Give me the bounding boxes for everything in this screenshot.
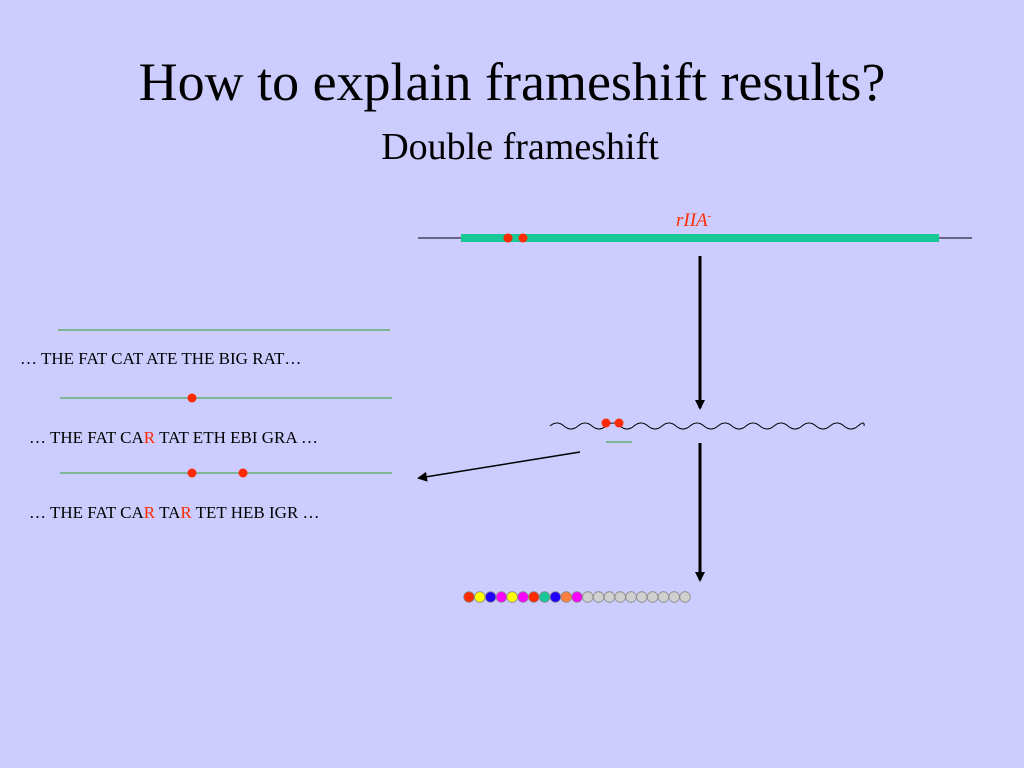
amino-acid-bead (506, 591, 518, 603)
sequence-text: THE FAT CA (49, 428, 144, 447)
amino-acid-bead (528, 591, 540, 603)
amino-acid-bead (625, 591, 637, 603)
sequence-text: TAT ETH EBI GRA … (155, 428, 318, 447)
amino-acid-bead (463, 591, 475, 603)
amino-acid-bead (668, 591, 680, 603)
amino-acid-bead (646, 591, 659, 603)
amino-acid-bead (517, 591, 529, 603)
reading-arrow (417, 451, 581, 482)
sequence-prefix: … (29, 503, 50, 522)
mutant-base: R (143, 503, 156, 522)
amino-acid-bead (592, 591, 605, 603)
slide-title: How to explain frameshift results? (138, 52, 886, 112)
mrna-strand (549, 422, 865, 430)
sequence-text: TET HEB IGR … (191, 503, 320, 522)
mutation-dot (518, 233, 528, 243)
mutation-dot (187, 393, 197, 403)
sequence-single-frameshift: … THE FAT CAR TAT ETH EBI GRA … (29, 428, 318, 448)
gene-label-superscript: - (707, 210, 712, 222)
sequence-text: THE FAT CAT ATE THE BIG RAT… (40, 349, 302, 368)
amino-acid-bead (538, 591, 551, 603)
amino-acid-bead (495, 591, 508, 603)
sequence-double-frameshift: … THE FAT CAR TAR TET HEB IGR … (29, 503, 320, 523)
sequence-prefix: … (20, 349, 41, 368)
amino-acid-bead (560, 591, 572, 603)
sequence-wildtype: … THE FAT CAT ATE THE BIG RAT… (20, 349, 301, 369)
mutation-dot (614, 418, 624, 428)
amino-acid-bead (603, 591, 616, 603)
amino-acid-bead (474, 591, 486, 603)
mutation-dot (601, 418, 611, 428)
mutant-base: R (143, 428, 156, 447)
amino-acid-bead (582, 591, 594, 603)
amino-acid-bead (571, 591, 583, 603)
protein-chain (463, 591, 691, 603)
amino-acid-bead (657, 591, 670, 603)
mutation-dot (503, 233, 513, 243)
sequence-prefix: … (29, 428, 50, 447)
gene-label: rIIA- (676, 205, 711, 232)
mutant-base: R (180, 503, 192, 522)
amino-acid-bead (484, 591, 497, 603)
amino-acid-bead (549, 591, 562, 603)
sequence-text: THE FAT CA (49, 503, 144, 522)
amino-acid-bead (614, 591, 626, 603)
gene-label-text: rIIA (676, 210, 708, 231)
slide-subtitle: Double frameshift (381, 126, 659, 168)
sequence-text: TA (155, 503, 181, 522)
mutation-dot (238, 468, 248, 478)
amino-acid-bead (636, 591, 648, 603)
mutation-dot (187, 468, 197, 478)
amino-acid-bead (679, 591, 691, 603)
